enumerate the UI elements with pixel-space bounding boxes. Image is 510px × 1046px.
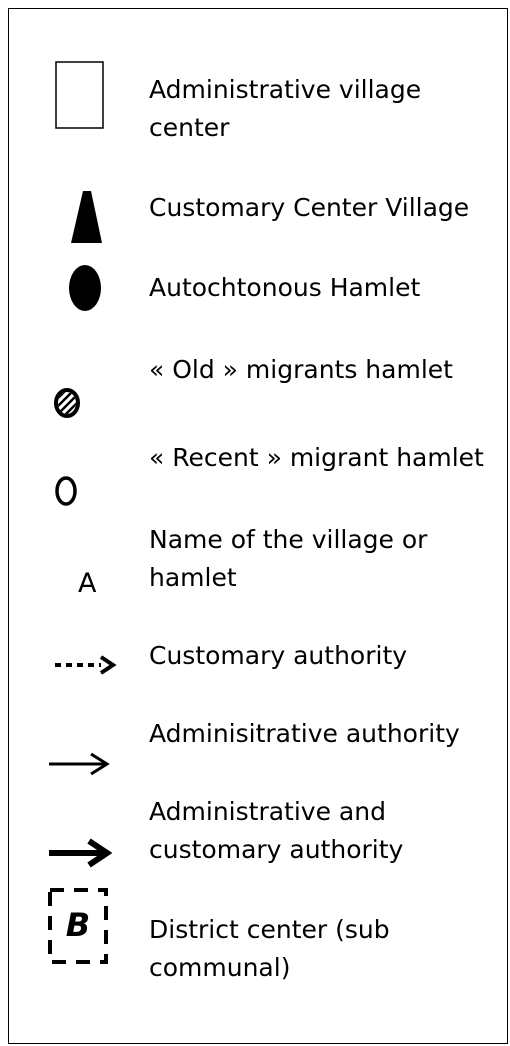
solid-ellipse-icon	[69, 265, 101, 311]
legend-label: « Old » migrants hamlet	[149, 355, 453, 384]
legend-item-autochtonous-hamlet: Autochtonous Hamlet	[9, 261, 507, 321]
legend-label: Administrative village center	[149, 75, 422, 142]
legend-label: Adminisitrative authority	[149, 719, 460, 748]
legend-item-customary-center-village: Customary Center Village	[9, 187, 507, 247]
legend-panel: Administrative village center Customary …	[8, 8, 508, 1044]
open-ellipse-icon	[55, 476, 77, 506]
legend-item-administrative-village-center: Administrative village center	[9, 59, 507, 149]
legend-item-old-migrants-hamlet: « Old » migrants hamlet	[9, 349, 507, 429]
legend-item-recent-migrant-hamlet: « Recent » migrant hamlet	[9, 437, 507, 517]
legend-item-administrative-customary-authority: Administrative and customary authority	[9, 793, 507, 883]
legend-label: Customary Center Village	[149, 193, 470, 222]
open-rectangle-icon	[55, 61, 104, 129]
hatched-circle-icon	[54, 388, 80, 418]
legend-label: Administrative and customary authority	[149, 797, 404, 864]
legend-label: Name of the village or hamlet	[149, 525, 428, 592]
legend-item-village-name: A Name of the village or hamlet	[9, 521, 507, 611]
dotted-arrow-icon	[55, 655, 117, 675]
legend-item-district-center: B District center (sub communal)	[9, 885, 507, 995]
legend-item-customary-authority: Customary authority	[9, 635, 507, 685]
legend-label: District center (sub communal)	[149, 915, 390, 982]
thin-arrow-icon	[49, 752, 110, 776]
legend-item-administrative-authority: Adminisitrative authority	[9, 713, 507, 783]
letter-symbol: A	[78, 568, 97, 599]
solid-triangle-icon	[71, 191, 102, 243]
dashed-box-letter-icon: B	[47, 887, 111, 967]
district-letter: B	[65, 906, 91, 944]
legend-label: « Recent » migrant hamlet	[149, 443, 484, 472]
bold-arrow-icon	[49, 838, 113, 868]
legend-label: Customary authority	[149, 641, 408, 670]
legend-label: Autochtonous Hamlet	[149, 273, 421, 302]
